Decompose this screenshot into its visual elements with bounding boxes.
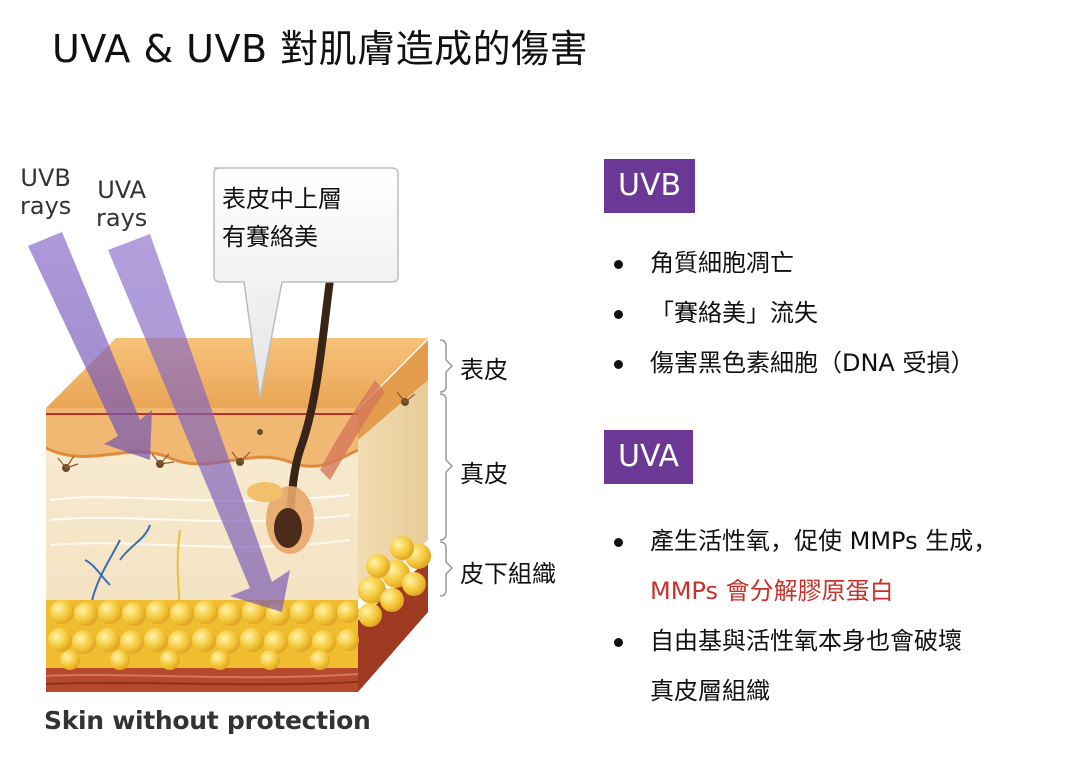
- page-title: UVA & UVB 對肌膚造成的傷害: [52, 27, 589, 71]
- list-item: 自由基與活性氧本身也會破壞真皮層組織: [614, 616, 997, 716]
- list-item: 產生活性氧，促使 MMPs 生成，MMPs 會分解膠原蛋白: [614, 516, 997, 616]
- uva-badge: UVA: [604, 430, 694, 484]
- highlight-text: MMPs 會分解膠原蛋白: [650, 577, 894, 605]
- skin-top-surface: [46, 338, 428, 408]
- uva-effects-list: 產生活性氧，促使 MMPs 生成，MMPs 會分解膠原蛋白 自由基與活性氧本身也…: [614, 516, 997, 716]
- uvb-badge: UVB: [604, 159, 696, 213]
- list-item: 「賽絡美」流失: [614, 288, 974, 338]
- layer-label-subcutaneous: 皮下組織: [460, 560, 556, 588]
- callout-text: 表皮中上層 有賽絡美: [222, 185, 342, 251]
- figure-caption: Skin without protection: [44, 706, 371, 735]
- uvb-ray: [28, 232, 152, 460]
- skin-side-epidermis: [358, 340, 428, 440]
- layer-brackets: [439, 339, 454, 597]
- fat-cells: [48, 536, 431, 670]
- uva-ray: [108, 234, 290, 612]
- layer-label-dermis: 真皮: [460, 460, 508, 488]
- uvb-effects-list: 角質細胞凋亡 「賽絡美」流失 傷害黑色素細胞（DNA 受損）: [614, 238, 974, 388]
- list-item: 傷害黑色素細胞（DNA 受損）: [614, 338, 974, 388]
- list-item: 角質細胞凋亡: [614, 238, 974, 288]
- layer-label-epidermis: 表皮: [460, 356, 508, 384]
- callout-bubble: [213, 167, 399, 399]
